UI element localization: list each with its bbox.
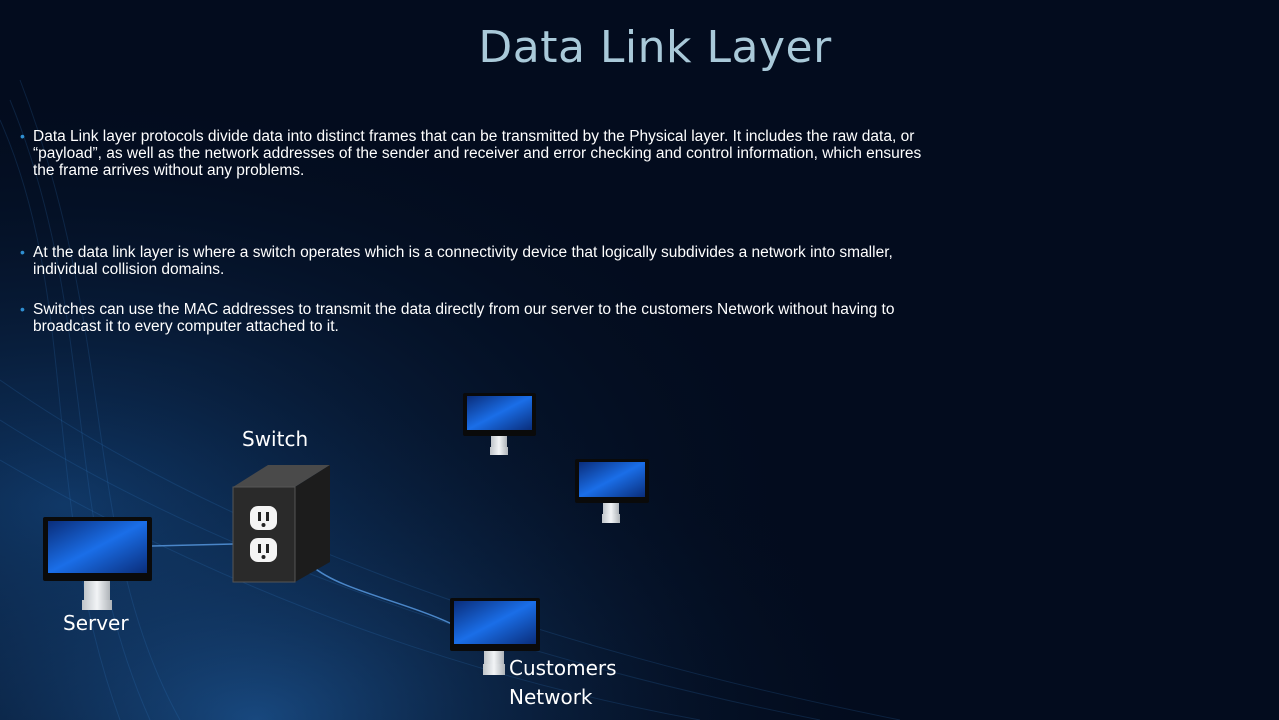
switch-label: Switch xyxy=(242,427,309,451)
customers-monitor-icon xyxy=(450,598,540,675)
bullet-text: At the data link layer is where a switch… xyxy=(33,244,893,278)
bullet-text: Switches can use the MAC addresses to tr… xyxy=(33,301,895,335)
customers-label-line2: Network xyxy=(509,685,593,709)
server-monitor-icon xyxy=(43,517,152,610)
bullet-item: • Switches can use the MAC addresses to … xyxy=(20,301,940,335)
server-label: Server xyxy=(63,611,129,635)
bullet-item: • Data Link layer protocols divide data … xyxy=(20,128,940,179)
client-monitor-icon xyxy=(575,459,649,523)
bullet-item: • At the data link layer is where a swit… xyxy=(20,244,940,278)
bullet-marker: • xyxy=(20,244,25,260)
switch-outlet-icon xyxy=(232,465,330,583)
customers-label-line1: Customers xyxy=(509,656,617,680)
cable-switch-customers xyxy=(311,565,453,625)
slide-title: Data Link Layer xyxy=(478,22,832,73)
bullet-marker: • xyxy=(20,128,25,144)
bullet-text: Data Link layer protocols divide data in… xyxy=(33,128,922,179)
client-monitor-icon xyxy=(463,393,536,455)
cable-server-switch xyxy=(151,543,235,547)
bullet-marker: • xyxy=(20,301,25,317)
